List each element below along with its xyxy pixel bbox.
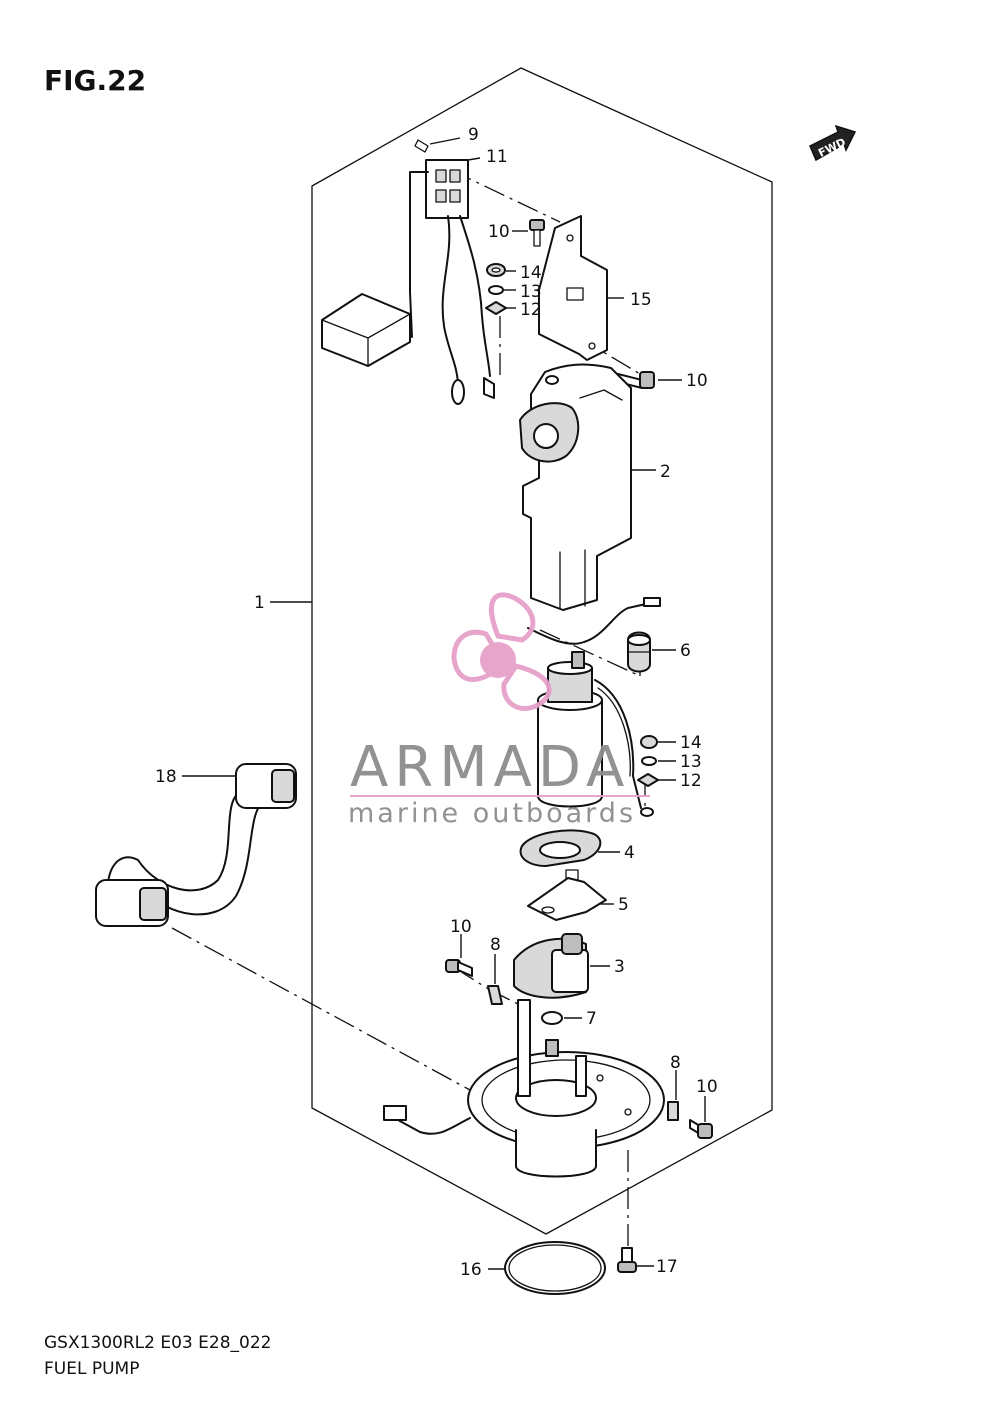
clip-icon xyxy=(487,985,503,1005)
callout-18: 18 xyxy=(155,767,177,787)
callout-12-top: 12 xyxy=(520,300,542,320)
armada-watermark: ARMADA marine outboards xyxy=(348,592,650,829)
fuel-level-sender xyxy=(321,139,495,405)
model-code: GSX1300RL2 E03 E28_022 xyxy=(44,1333,271,1353)
callout-12-middle: 12 xyxy=(680,771,702,791)
pressure-regulator xyxy=(513,933,589,999)
large-o-ring xyxy=(504,1241,606,1295)
bolt-icon xyxy=(617,371,655,389)
o-ring-small xyxy=(541,1011,563,1025)
holder-plate xyxy=(527,869,607,921)
callout-3: 3 xyxy=(614,957,625,977)
callout-1: 1 xyxy=(254,593,265,613)
fasteners-lower-right xyxy=(667,1101,713,1139)
assembly-outline xyxy=(311,67,773,1235)
fasteners-top xyxy=(485,219,655,389)
callout-15: 15 xyxy=(630,290,652,310)
callout-7: 7 xyxy=(586,1009,597,1029)
fasteners-lower-left xyxy=(445,959,503,1005)
callout-17: 17 xyxy=(656,1257,678,1277)
bracket xyxy=(538,215,608,361)
fuel-hose xyxy=(95,763,297,927)
bolt-icon xyxy=(529,219,545,247)
fasteners-middle xyxy=(637,735,659,817)
callout-16: 16 xyxy=(460,1260,482,1280)
watermark-brand: ARMADA xyxy=(350,735,630,800)
rubber-cushion xyxy=(627,631,651,673)
callout-10-lower-left: 10 xyxy=(450,917,472,937)
callout-13-top: 13 xyxy=(520,282,542,302)
callout-14-middle: 14 xyxy=(680,733,702,753)
hose-connector-lower-icon xyxy=(95,879,169,927)
clip-icon xyxy=(485,301,507,315)
propeller-logo-icon xyxy=(451,592,552,711)
callout-labels: 9 11 10 14 13 12 15 10 2 1 6 14 13 12 18… xyxy=(155,125,718,1280)
clip-icon xyxy=(637,773,659,787)
washer-icon xyxy=(488,285,504,295)
callout-2: 2 xyxy=(660,462,671,482)
watermark-tagline: marine outboards xyxy=(348,798,636,829)
callout-5: 5 xyxy=(618,895,629,915)
callout-6: 6 xyxy=(680,641,691,661)
screw-icon xyxy=(617,1247,637,1273)
callout-10-lower-right: 10 xyxy=(696,1077,718,1097)
fuel-pump-motor xyxy=(537,651,642,809)
callout-9: 9 xyxy=(468,125,479,145)
pump-wire xyxy=(527,603,647,645)
leader-lines xyxy=(182,137,706,1270)
figure-caption: FUEL PUMP xyxy=(44,1359,139,1379)
callout-14-top: 14 xyxy=(520,263,542,283)
figure-title: FIG.22 xyxy=(44,64,146,97)
nut-icon xyxy=(640,735,658,749)
pump-housing xyxy=(519,363,632,611)
callout-10-bolt-bracket: 10 xyxy=(488,222,510,242)
washer-icon xyxy=(641,756,657,766)
pump-base-plate xyxy=(383,999,665,1178)
bolt-icon xyxy=(445,959,473,977)
fwd-arrow-icon: FWD xyxy=(809,124,857,162)
clip-icon xyxy=(667,1101,679,1121)
hose-connector-upper-icon xyxy=(235,763,297,809)
callout-11: 11 xyxy=(486,147,508,167)
nut-icon xyxy=(486,263,506,277)
bolt-icon xyxy=(689,1119,713,1139)
callout-13-middle: 13 xyxy=(680,752,702,772)
pump-holder xyxy=(519,829,602,867)
callout-4: 4 xyxy=(624,843,635,863)
callout-8-right: 8 xyxy=(670,1053,681,1073)
callout-8-left: 8 xyxy=(490,935,501,955)
callout-10-housing: 10 xyxy=(686,371,708,391)
